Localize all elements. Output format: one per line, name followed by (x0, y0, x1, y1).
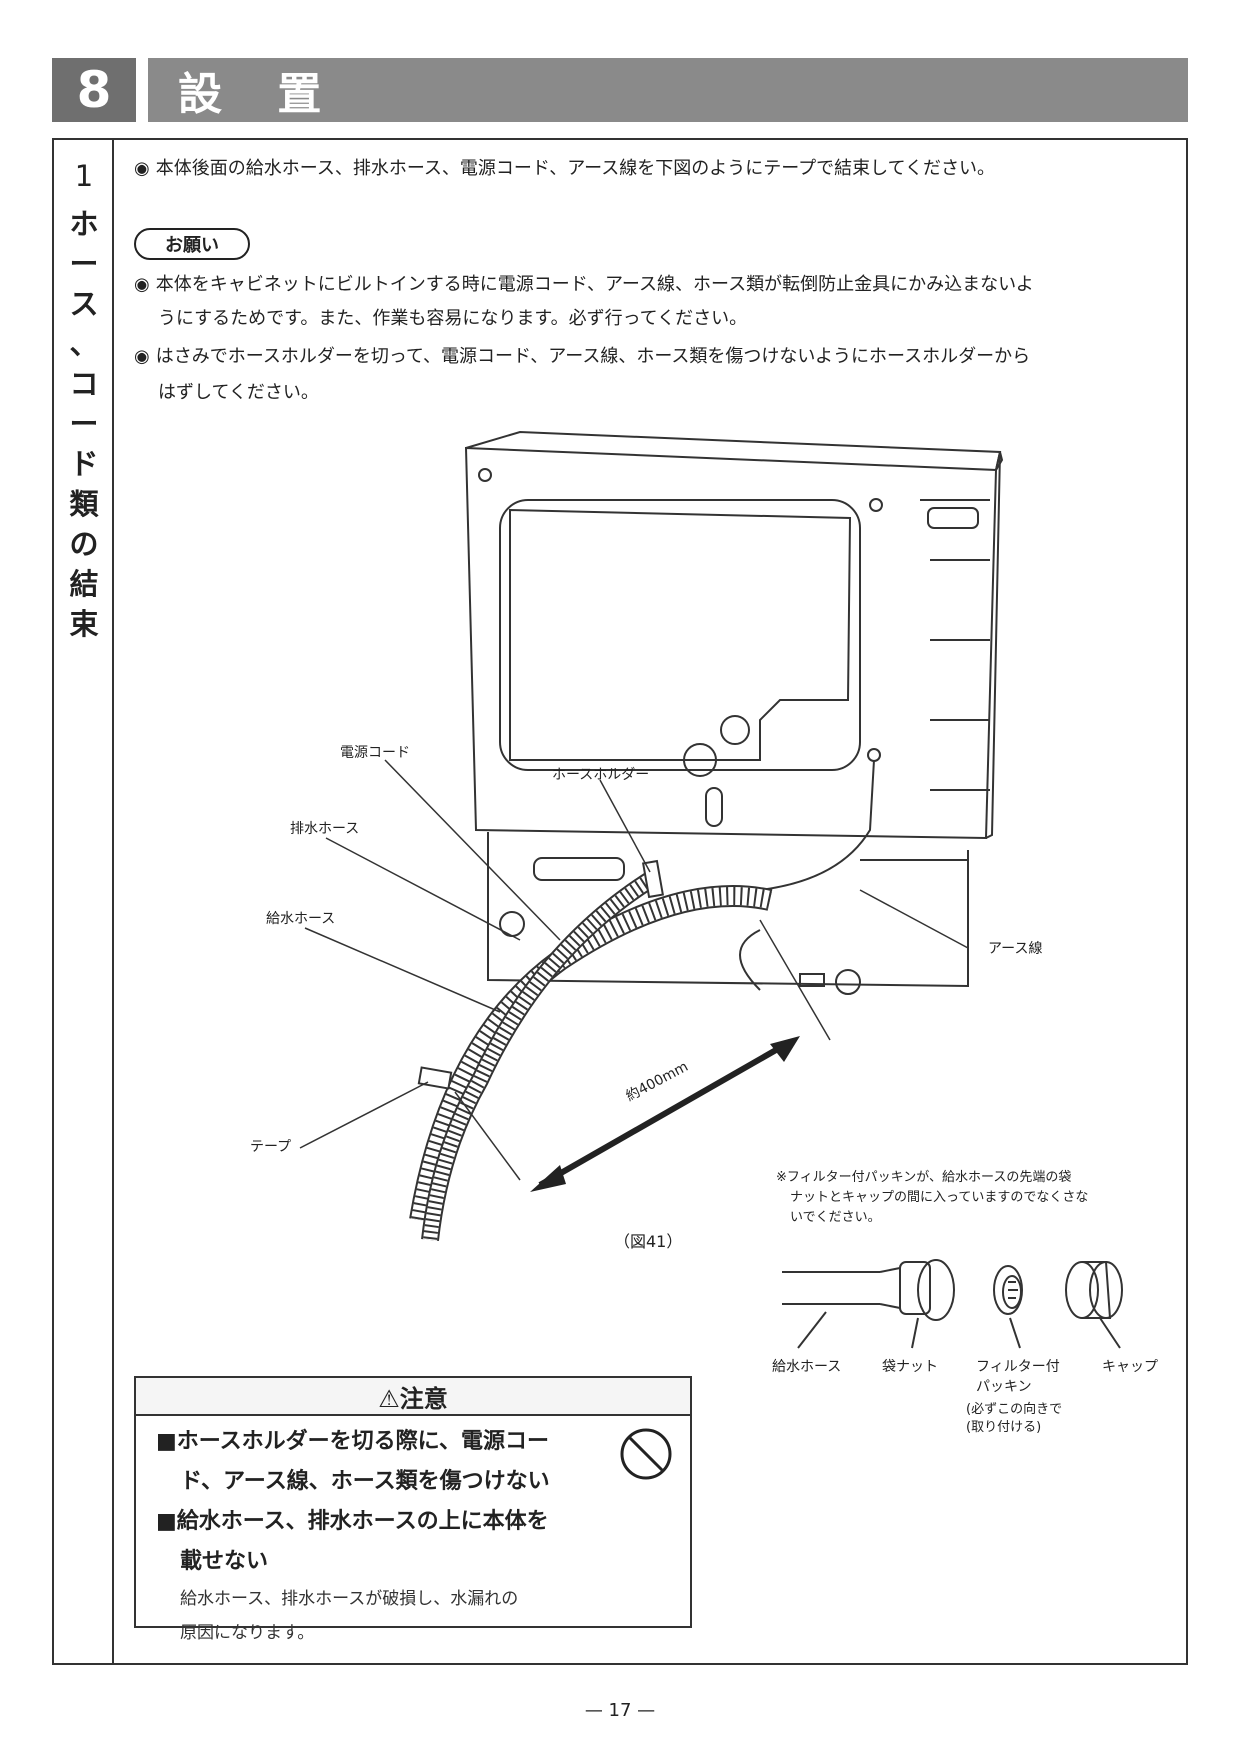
side-title-char: ー (69, 407, 99, 441)
side-title-char: ホ (69, 207, 99, 241)
filter-label-direction2: (取り付ける) (966, 1420, 1042, 1435)
intro-text: 本体後面の給水ホース、排水ホース、電源コード、アース線を下図のようにテープで結束… (134, 152, 995, 186)
caution-note-line1: 給水ホース、排水ホースが破損し、水漏れの (180, 1589, 519, 1609)
filter-label-filter-packing: フィルター付 (976, 1359, 1060, 1375)
side-title-char: コ (69, 367, 99, 401)
side-column-divider (112, 138, 114, 1665)
side-title-char: 束 (69, 607, 99, 641)
label-tape: テープ (250, 1139, 292, 1155)
filter-label-bag-nut: 袋ナット (882, 1359, 938, 1375)
figure41-caption: （図41） (614, 1232, 683, 1251)
page-number: — 17 — (584, 1700, 656, 1721)
label-supply-hose: 給水ホース (266, 911, 336, 927)
onegai-item-2-line2: はずしてください。 (158, 382, 319, 403)
caution-item-1-line1: ■ホースホルダーを切る際に、電源コー (156, 1429, 550, 1454)
filter-note-line3: いでください。 (790, 1210, 881, 1225)
side-title-char: 類 (69, 487, 99, 521)
side-title-number: 1 (74, 159, 94, 193)
section-title: 設 置 (148, 58, 1188, 122)
caution-item-1-line2: ド、アース線、ホース類を傷つけない (180, 1469, 550, 1494)
filter-label-filter-packing2: パッキン (976, 1379, 1032, 1395)
filter-note-line2: ナットとキャップの間に入っていますのでなくさな (790, 1190, 1089, 1205)
onegai-item-1-line1: 本体をキャビネットにビルトインする時に電源コード、アース線、ホース類が転倒防止金… (134, 268, 1034, 302)
side-title-char: の (69, 527, 99, 561)
caution-item-2-line2: 載せない (180, 1549, 269, 1574)
caution-note-line2: 原因になります。 (180, 1623, 315, 1643)
label-drain-hose: 排水ホース (290, 821, 360, 837)
onegai-item-2-line1: はさみでホースホルダーを切って、電源コード、アース線、ホース類を傷つけないように… (134, 340, 1030, 374)
label-earth-wire: アース線 (988, 941, 1043, 957)
filter-note-line1: ※フィルター付パッキンが、給水ホースの先端の袋 (776, 1170, 1072, 1185)
section-number: 8 (52, 58, 136, 122)
side-title-char: 、 (69, 327, 99, 361)
side-title-char: ス (69, 287, 99, 321)
filter-label-direction1: (必ずこの向きで (966, 1402, 1063, 1417)
label-power-cord: 電源コード (340, 745, 410, 761)
side-title-char: 結 (69, 567, 99, 601)
filter-label-supply-hose: 給水ホース (772, 1359, 842, 1375)
content-frame (52, 138, 1188, 1665)
side-title-char: ー (69, 247, 99, 281)
caution-box: ⚠注意 ■ホースホルダーを切る際に、電源コー ド、アース線、ホース類を傷つけない… (134, 1376, 692, 1643)
filter-label-cap: キャップ (1102, 1359, 1158, 1375)
onegai-badge: お願い (134, 228, 250, 260)
side-title-char: ド (69, 447, 99, 481)
onegai-item-1-line2: うにするためです。また、作業も容易になります。必ず行ってください。 (158, 308, 748, 329)
label-hose-holder: ホースホルダー (552, 767, 650, 783)
caution-title: ⚠注意 (136, 1378, 690, 1416)
caution-item-2-line1: ■給水ホース、排水ホースの上に本体を (156, 1509, 549, 1534)
side-title: 1 ホ ー ス 、 コ ー ド 類 の 結 束 (62, 156, 106, 644)
